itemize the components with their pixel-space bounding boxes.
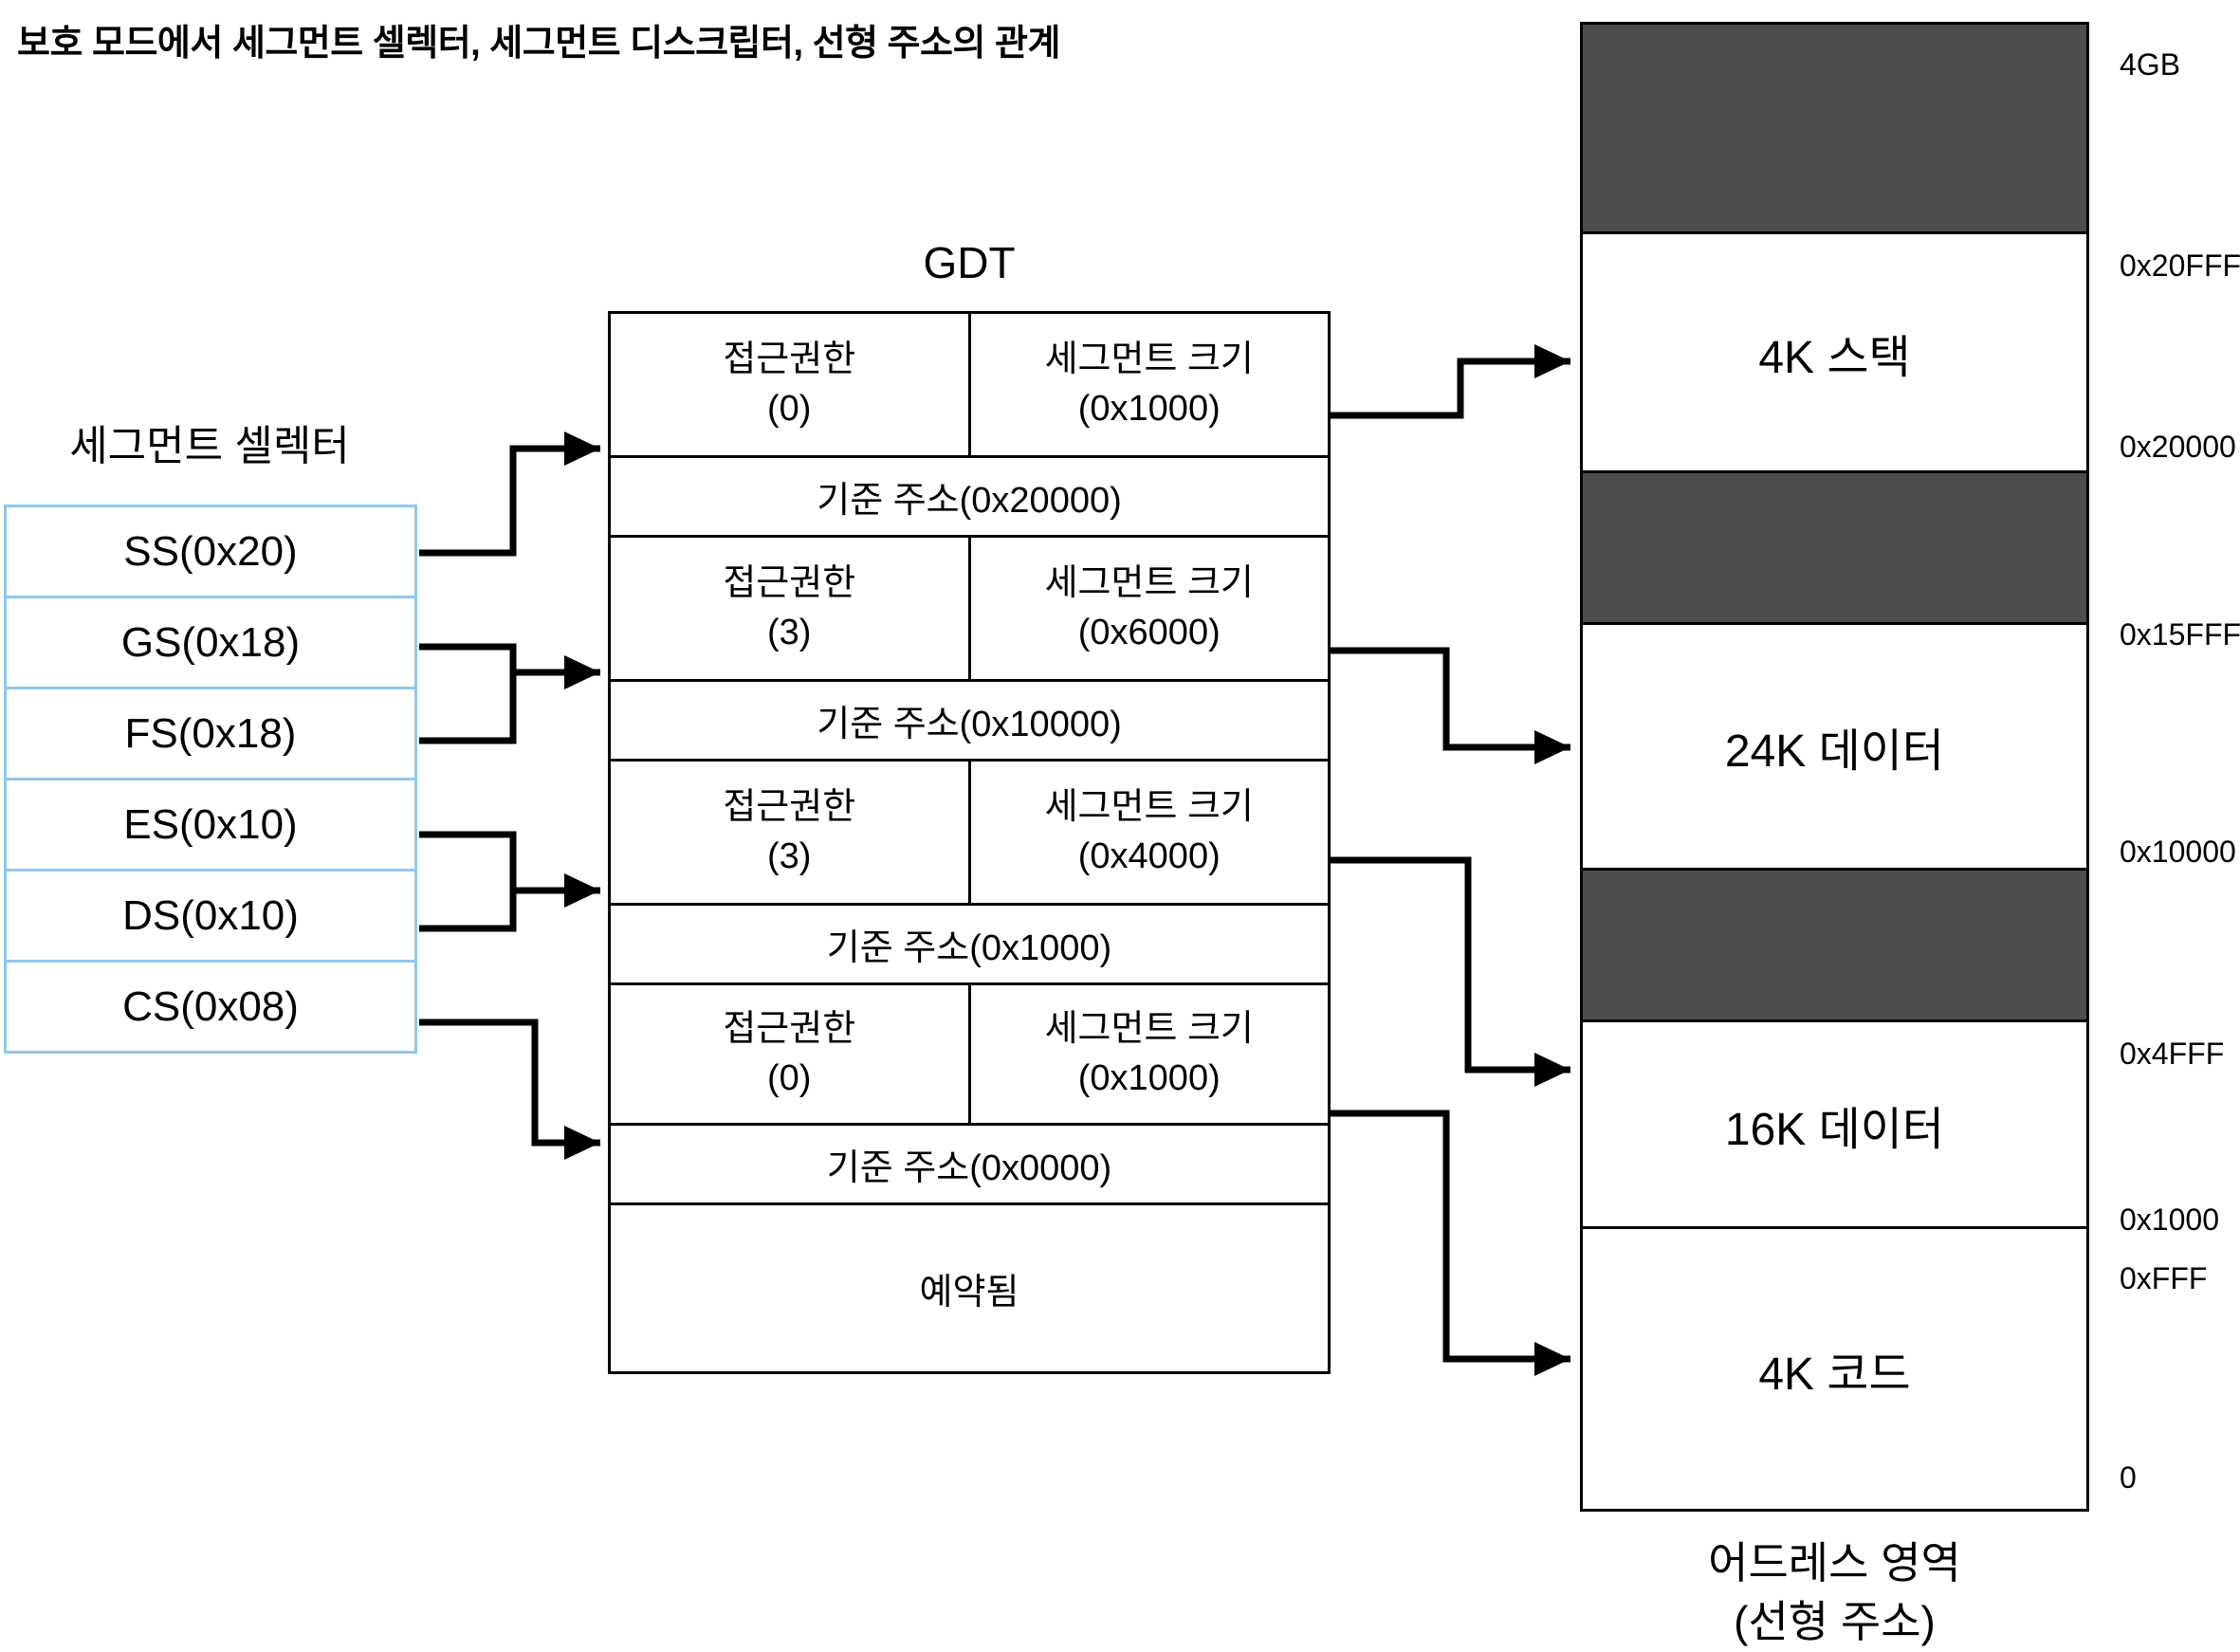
gdt-descriptor-3-base-row: 기준 주소(0x0000)	[611, 1126, 1328, 1205]
gdt-descriptor-0-base-row: 기준 주소(0x20000)	[611, 458, 1328, 538]
address-area-caption-line2: (선형 주소)	[1734, 1597, 1936, 1646]
gdt-descriptor-3-access-cell: 접근권한 (0)	[611, 985, 971, 1123]
gdt-descriptor-0-flags-row: 접근권한 (0) 세그먼트 크기 (0x1000)	[611, 314, 1328, 458]
segment-selector-heading: 세그먼트 셀렉터	[69, 423, 350, 469]
memory-region-unused-mid1	[1583, 473, 2086, 625]
memory-region-stack: 4K 스택	[1583, 234, 2086, 473]
addr-label-0x1000: 0x1000	[2120, 1202, 2219, 1237]
addr-label-0: 0	[2120, 1460, 2137, 1495]
memory-region-code: 4K 코드	[1583, 1229, 2086, 1509]
memory-region-data24k-label: 24K 데이터	[1724, 726, 1945, 777]
addr-label-0x20fff: 0x20FFF	[2120, 248, 2240, 283]
address-area-caption-line1: 어드레스 영역	[1708, 1538, 1961, 1588]
gdt-reserved-row: 예약됨	[919, 1273, 1019, 1312]
segment-size-label: 세그먼트 크기	[1044, 787, 1254, 828]
addr-label-0x15fff: 0x15FFF	[2120, 617, 2240, 652]
gdt-descriptor-0-size-cell: 세그먼트 크기 (0x1000)	[971, 314, 1329, 455]
selector-es-label: ES(0x10)	[123, 800, 298, 848]
gdt-table: 접근권한 (0) 세그먼트 크기 (0x1000) 기준 주소(0x20000)…	[608, 311, 1331, 1374]
arrow-gdt-to-data24k	[1331, 647, 1570, 764]
segment-size-label: 세그먼트 크기	[1044, 563, 1254, 604]
memory-region-unused-top	[1583, 25, 2086, 234]
arrow-cs-to-gdt	[419, 1019, 600, 1160]
addr-label-0xfff: 0xFFF	[2120, 1261, 2208, 1295]
memory-region-data16k-label: 16K 데이터	[1724, 1104, 1945, 1155]
selector-fs: FS(0x18)	[4, 687, 417, 780]
access-rights-value: (0)	[767, 388, 812, 429]
gdt-descriptor-3-flags-row: 접근권한 (0) 세그먼트 크기 (0x1000)	[611, 985, 1328, 1126]
selector-gs: GS(0x18)	[4, 596, 417, 689]
addr-label-0x20000: 0x20000	[2120, 430, 2236, 464]
segment-size-value: (0x6000)	[1077, 612, 1221, 652]
segment-size-value: (0x4000)	[1077, 835, 1221, 876]
addr-label-0x10000: 0x10000	[2120, 835, 2236, 869]
memory-region-data16k: 16K 데이터	[1583, 1022, 2086, 1229]
selector-ds-label: DS(0x10)	[122, 891, 299, 939]
arrow-gdt-to-stack	[1331, 344, 1570, 419]
access-rights-value: (3)	[767, 835, 812, 876]
segment-size-value: (0x1000)	[1077, 1057, 1221, 1098]
gdt-descriptor-1-size-cell: 세그먼트 크기 (0x6000)	[971, 538, 1329, 679]
selector-ss: SS(0x20)	[4, 505, 417, 598]
segment-size-label: 세그먼트 크기	[1044, 1009, 1254, 1050]
memory-region-unused-mid2	[1583, 871, 2086, 1022]
arrow-es-ds-bracket	[419, 831, 517, 932]
access-rights-value: (3)	[767, 612, 812, 652]
arrow-gdt-to-data16k	[1331, 856, 1570, 1087]
selector-cs-label: CS(0x08)	[122, 982, 299, 1030]
access-rights-label: 접근권한	[723, 340, 856, 380]
segment-size-label: 세그먼트 크기	[1044, 340, 1254, 380]
selector-ds: DS(0x10)	[4, 869, 417, 963]
selector-es: ES(0x10)	[4, 778, 417, 872]
segment-size-value: (0x1000)	[1077, 388, 1221, 429]
gdt-descriptor-1-flags-row: 접근권한 (3) 세그먼트 크기 (0x6000)	[611, 538, 1328, 682]
memory-region-stack-label: 4K 스택	[1758, 332, 1911, 383]
memory-region-data24k: 24K 데이터	[1583, 625, 2086, 871]
gdt-descriptor-2-size-cell: 세그먼트 크기 (0x4000)	[971, 762, 1329, 903]
gdt-descriptor-2-access-cell: 접근권한 (3)	[611, 762, 971, 903]
arrow-ss-to-gdt	[419, 431, 600, 557]
segment-selector-list: SS(0x20) GS(0x18) FS(0x18) ES(0x10) DS(0…	[4, 505, 417, 1054]
access-rights-value: (0)	[767, 1057, 812, 1098]
addr-label-0x4fff: 0x4FFF	[2120, 1037, 2225, 1071]
gdt-descriptor-1-access-cell: 접근권한 (3)	[611, 538, 971, 679]
access-rights-label: 접근권한	[723, 787, 856, 828]
selector-ss-label: SS(0x20)	[123, 527, 298, 575]
memory-region-code-label: 4K 코드	[1758, 1349, 1911, 1400]
selector-fs-label: FS(0x18)	[124, 709, 297, 757]
addr-label-4gb: 4GB	[2120, 47, 2181, 82]
linear-address-space: 4K 스택 24K 데이터 16K 데이터 4K 코드	[1580, 22, 2089, 1512]
selector-gs-label: GS(0x18)	[120, 618, 301, 666]
gdt-title: GDT	[923, 238, 1016, 287]
access-rights-label: 접근권한	[723, 1009, 856, 1050]
access-rights-label: 접근권한	[723, 563, 856, 604]
gdt-descriptor-1-base-row: 기준 주소(0x10000)	[611, 682, 1328, 762]
selector-cs: CS(0x08)	[4, 960, 417, 1054]
gdt-descriptor-2-flags-row: 접근권한 (3) 세그먼트 크기 (0x4000)	[611, 762, 1328, 906]
arrow-gs-fs-bracket	[419, 643, 517, 744]
gdt-descriptor-2-base-row: 기준 주소(0x1000)	[611, 906, 1328, 985]
gdt-descriptor-0-access-cell: 접근권한 (0)	[611, 314, 971, 455]
gdt-descriptor-3-size-cell: 세그먼트 크기 (0x1000)	[971, 985, 1329, 1123]
arrow-gdt-to-code	[1331, 1110, 1570, 1376]
diagram-title: 보호 모드에서 세그먼트 셀렉터, 세그먼트 디스크립터, 선형 주소의 관계	[17, 24, 1060, 64]
